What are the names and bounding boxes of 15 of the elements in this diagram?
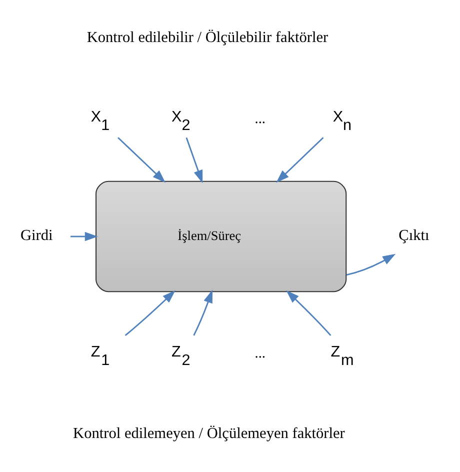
label: Kontrol edilebilir / Ölçülebilir faktörler	[86, 28, 328, 46]
arrow	[186, 136, 203, 183]
arrow	[286, 290, 332, 336]
node-box: İşlem/Süreç	[96, 180, 347, 292]
arrow	[193, 289, 213, 336]
label: ...	[254, 345, 266, 362]
arrow	[118, 136, 166, 182]
arrow	[124, 290, 176, 336]
label: Kontrol edilemeyen / Ölçülemeyen faktörler	[73, 424, 345, 442]
arrow	[276, 136, 324, 182]
label: ...	[254, 110, 266, 126]
arrow	[70, 231, 98, 241]
arrow	[346, 253, 396, 276]
node-text: Girdi	[20, 226, 53, 244]
node-text: Çıktı	[398, 226, 430, 244]
